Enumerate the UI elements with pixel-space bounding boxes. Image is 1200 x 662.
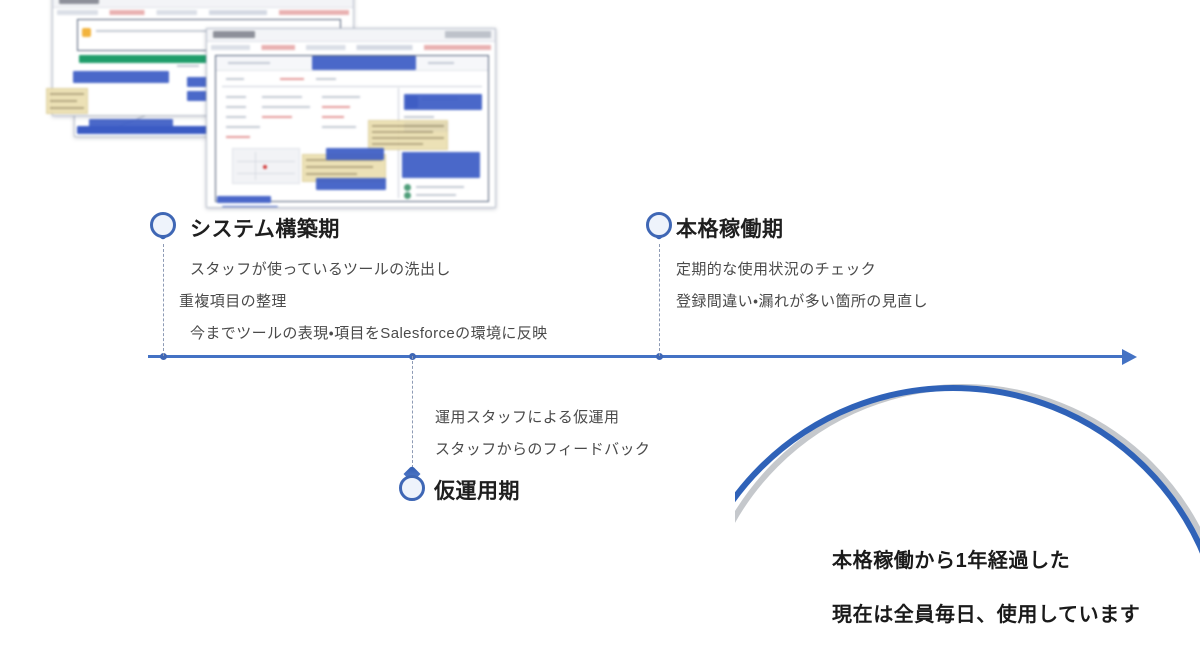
text-line xyxy=(322,96,360,98)
text-line xyxy=(322,106,350,108)
redaction-box xyxy=(316,178,386,190)
timeline-node-dot xyxy=(160,353,167,360)
timeline-node-dot xyxy=(656,353,663,360)
window-titlebar xyxy=(53,0,353,8)
map-thumbnail xyxy=(232,148,300,184)
redaction-box xyxy=(326,148,384,160)
redaction-box xyxy=(73,71,169,83)
text-line xyxy=(177,65,199,67)
footer-bar xyxy=(217,196,271,203)
redaction-box xyxy=(89,119,173,129)
pin-head-icon xyxy=(399,475,425,501)
nav-row xyxy=(211,45,491,50)
text-line xyxy=(96,30,206,32)
text-line xyxy=(228,62,270,64)
milestone-marker-system-build[interactable] xyxy=(150,212,180,250)
conclusion-line-1: 本格稼働から1年経過した xyxy=(832,550,1071,572)
text-line xyxy=(262,106,310,108)
text-line xyxy=(280,78,304,80)
sticky-note xyxy=(368,120,448,150)
text-line xyxy=(226,126,260,128)
record-panel xyxy=(215,55,489,207)
milestone-item: 今までツールの表現・項目をSalesforceの環境に反映 xyxy=(190,325,548,342)
milestone-item: 重複項目の整理 xyxy=(179,293,287,310)
circle-arcs-svg xyxy=(735,384,1200,554)
text-line xyxy=(226,78,244,80)
milestone-connector xyxy=(163,244,164,356)
milestone-item: 登録間違い・漏れが多い箇所の見直し xyxy=(676,293,928,310)
divider xyxy=(222,86,482,87)
milestone-item: スタッフが使っているツールの洗出し xyxy=(190,261,451,278)
highlight-circle-group xyxy=(735,352,1200,662)
brand-mark xyxy=(213,31,255,38)
text-line xyxy=(404,116,434,118)
milestone-marker-trial-operation[interactable] xyxy=(399,465,429,505)
milestone-title-system-build: システム構築期 xyxy=(190,218,340,241)
milestone-item: 定期的な使用状況のチェック xyxy=(676,261,877,278)
text-line xyxy=(226,96,246,98)
text-line xyxy=(226,106,246,108)
text-line xyxy=(416,186,464,188)
progress-bar-green xyxy=(79,55,211,63)
milestone-connector xyxy=(659,244,660,356)
text-line xyxy=(226,136,250,138)
milestone-marker-full-operation[interactable] xyxy=(646,212,676,250)
footer-bar xyxy=(77,126,287,134)
nav-row xyxy=(57,10,349,15)
window-titlebar xyxy=(207,29,495,42)
collage-window-front xyxy=(206,28,496,208)
text-line xyxy=(322,126,356,128)
milestone-connector xyxy=(412,356,413,468)
redaction-box xyxy=(222,206,278,207)
text-line xyxy=(322,116,344,118)
redaction-box xyxy=(404,94,482,110)
text-line xyxy=(226,116,246,118)
screenshot-collage xyxy=(44,0,496,211)
text-line xyxy=(262,116,292,118)
pin-head-icon xyxy=(150,212,176,238)
text-line xyxy=(416,194,456,196)
conclusion-line-2: 現在は全員毎日、使用しています xyxy=(832,604,1141,626)
text-line xyxy=(262,96,302,98)
redaction-box xyxy=(312,56,416,70)
text-line xyxy=(316,78,336,80)
sticky-note xyxy=(46,88,88,114)
brand-mark xyxy=(59,0,99,4)
pin-head-icon xyxy=(646,212,672,238)
blue-highlight-circle xyxy=(735,385,1200,554)
milestone-item: 運用スタッフによる仮運用 xyxy=(435,409,620,426)
redaction-box xyxy=(402,152,480,178)
timeline-axis xyxy=(148,349,1137,365)
milestone-title-full-operation: 本格稼働期 xyxy=(676,218,784,241)
milestone-item: スタッフからのフィードバック xyxy=(435,441,651,458)
text-line xyxy=(428,62,454,64)
milestone-title-trial-operation: 仮運用期 xyxy=(434,480,520,503)
